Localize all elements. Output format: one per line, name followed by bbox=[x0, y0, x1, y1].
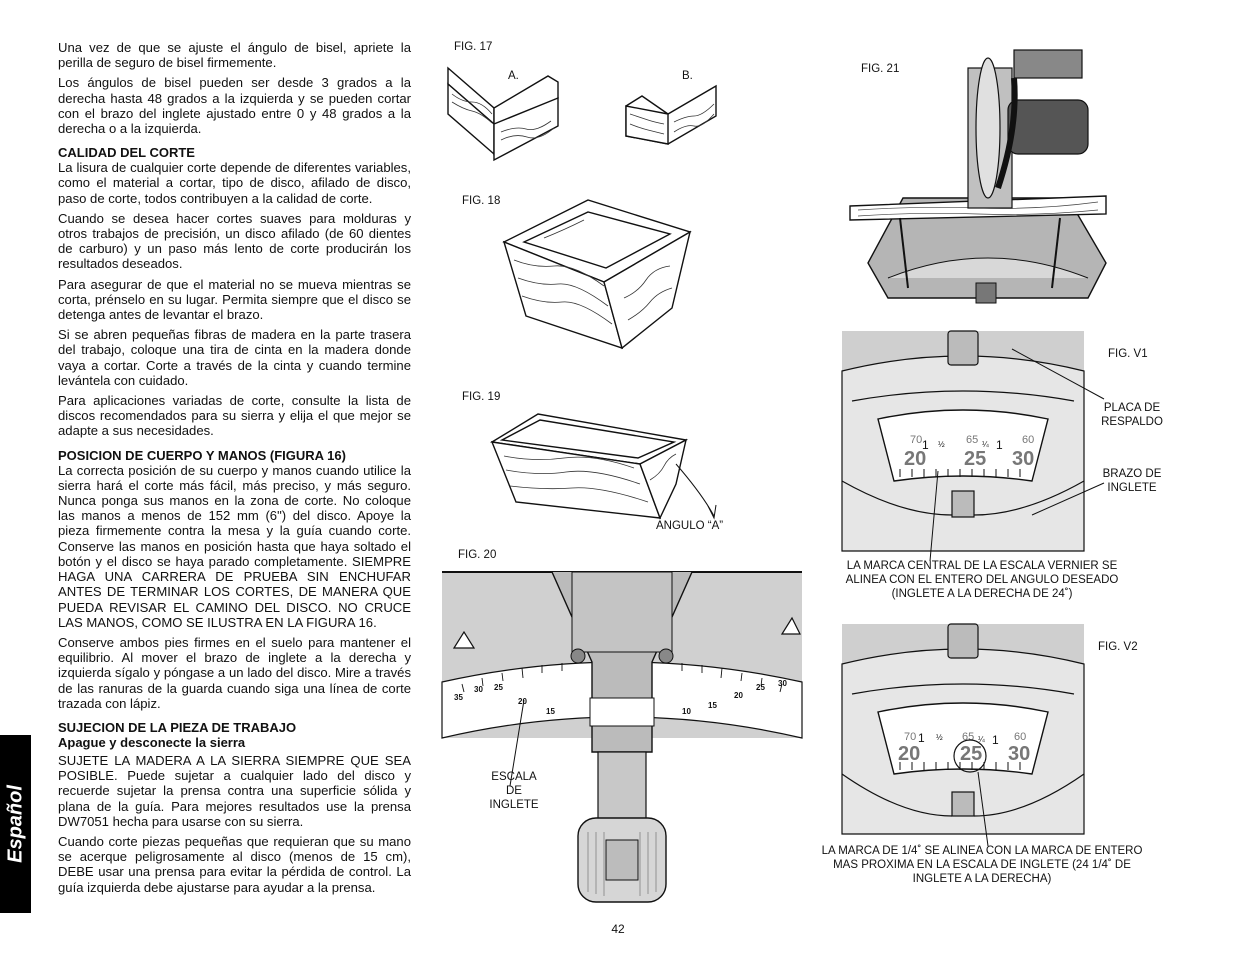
paragraph: Cuando se desea hacer cortes suaves para… bbox=[58, 210, 411, 272]
v1-tick-65: 65 bbox=[966, 434, 978, 446]
paragraph: Para aplicaciones variadas de corte, con… bbox=[58, 393, 411, 439]
language-tab: Español bbox=[0, 735, 31, 913]
fig20-right-tick: 10 bbox=[682, 707, 691, 716]
paragraph: Para asegurar de que el material no se m… bbox=[58, 276, 411, 323]
fig21-label: FIG. 21 bbox=[861, 63, 900, 75]
fig19-trough bbox=[489, 413, 717, 520]
fig20-left-tick: 15 bbox=[546, 707, 555, 716]
paragraph: Si se abren pequeñas fibras de madera en… bbox=[58, 327, 411, 388]
fig17-miter-joints bbox=[447, 66, 717, 162]
v1-tick-70: 70 bbox=[910, 434, 922, 446]
fig20-left-tick: 35 bbox=[454, 693, 463, 702]
angulo-label: ANGULO “A” bbox=[656, 520, 724, 532]
subheading-apague: Apague y desconecte la sierra bbox=[58, 734, 246, 750]
v2-tick: ¼ bbox=[978, 735, 985, 744]
v1-big-number: 20 bbox=[904, 448, 926, 470]
text-column: Una vez de que se ajuste el ángulo de bi… bbox=[58, 40, 411, 900]
fig20-right-tick: 30 bbox=[778, 679, 787, 688]
figv1-label: FIG. V1 bbox=[1108, 348, 1148, 360]
figv1-caption: LA MARCA CENTRAL DE LA ESCALA VERNIER SE… bbox=[845, 560, 1119, 600]
v2-tick: 1 bbox=[918, 731, 925, 745]
v1-big-number: 30 bbox=[1012, 448, 1034, 470]
figv2-vernier-scale: 70 1 ½ 65 ¼ 1 60 20 25 30 bbox=[841, 623, 1085, 847]
fig20-right-tick: 15 bbox=[708, 701, 717, 710]
fig18-label: FIG. 18 bbox=[462, 195, 501, 207]
fig18-box bbox=[502, 199, 692, 350]
fig17-a-label: A. bbox=[508, 70, 519, 82]
fig20-left-tick: 20 bbox=[518, 697, 527, 706]
brazo-label: BRAZO DE INGLETE bbox=[1102, 468, 1162, 494]
paragraph: La correcta posición de su cuerpo y mano… bbox=[58, 462, 411, 630]
v1-tick-60: 60 bbox=[1022, 434, 1034, 446]
figv2-caption: LA MARCA DE 1/4˚ SE ALINEA CON LA MARCA … bbox=[821, 845, 1143, 885]
v1-big-number: 25 bbox=[964, 448, 986, 470]
figv1-vernier-scale: 70 1 ½ 65 ¼ 1 60 20 25 30 bbox=[841, 330, 1105, 562]
fig17-label: FIG. 17 bbox=[454, 41, 493, 53]
paragraph: La lisura de cualquier corte depende de … bbox=[58, 160, 411, 206]
fig20-right-tick: 20 bbox=[734, 691, 743, 700]
v1-tick: ½ bbox=[938, 440, 945, 449]
fig20-left-tick: 25 bbox=[494, 683, 503, 692]
page-number: 42 bbox=[611, 922, 625, 936]
fig20-miter-scale: 35 30 25 20 15 10 15 20 25 30 bbox=[441, 571, 803, 903]
v2-big-number: 30 bbox=[1008, 743, 1030, 765]
section-heading-calidad: CALIDAD DEL CORTE bbox=[58, 145, 195, 161]
v2-big-number: 25 bbox=[960, 743, 982, 765]
v2-tick-70: 70 bbox=[904, 731, 916, 743]
v1-tick: 1 bbox=[922, 438, 929, 452]
paragraph: Los ángulos de bisel pueden ser desde 3 … bbox=[58, 75, 411, 137]
section-heading-sujecion: SUJECION DE LA PIEZA DE TRABAJO bbox=[58, 719, 297, 735]
v2-tick-60: 60 bbox=[1014, 731, 1026, 743]
figv2-label: FIG. V2 bbox=[1098, 641, 1138, 653]
paragraph: Cuando corte piezas pequeñas que requier… bbox=[58, 833, 411, 895]
v2-tick: 1 bbox=[992, 733, 999, 747]
fig21-miter-saw bbox=[849, 49, 1107, 304]
escala-label: ESCALA DE INGLETE bbox=[489, 771, 539, 811]
paragraph: Una vez de que se ajuste el ángulo de bi… bbox=[58, 40, 411, 71]
v1-tick: ¼ bbox=[982, 440, 989, 449]
placa-label: PLACA DE RESPALDO bbox=[1101, 402, 1163, 428]
fig20-left-tick: 30 bbox=[474, 685, 483, 694]
fig20-right-tick: 25 bbox=[756, 683, 765, 692]
v1-tick: 1 bbox=[996, 438, 1003, 452]
paragraph: SUJETE LA MADERA A LA SIERRA SIEMPRE QUE… bbox=[58, 752, 411, 829]
v2-big-number: 20 bbox=[898, 743, 920, 765]
section-heading-posicion: POSICION DE CUERPO Y MANOS (FIGURA 16) bbox=[58, 447, 346, 463]
paragraph: Conserve ambos pies firmes en el suelo p… bbox=[58, 634, 411, 711]
fig17-b-label: B. bbox=[682, 70, 693, 82]
fig20-label: FIG. 20 bbox=[458, 549, 497, 561]
fig19-label: FIG. 19 bbox=[462, 391, 501, 403]
v2-tick: ½ bbox=[936, 733, 943, 742]
